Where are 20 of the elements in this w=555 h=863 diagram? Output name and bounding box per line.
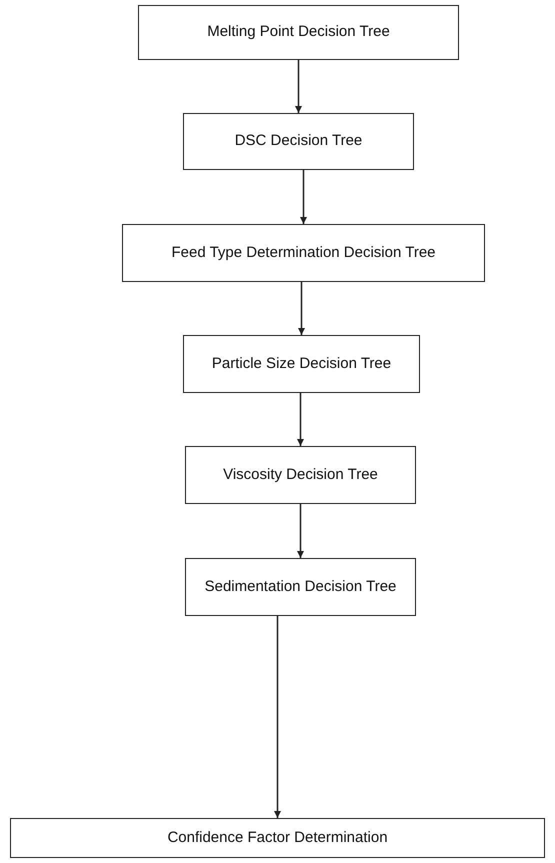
process-box — [138, 5, 459, 60]
arrow — [295, 60, 302, 113]
box-label: Sedimentation Decision Tree — [204, 576, 396, 597]
arrow — [300, 170, 307, 224]
box-label: Particle Size Decision Tree — [212, 354, 392, 374]
box-label: DSC Decision Tree — [234, 131, 362, 152]
arrow — [297, 504, 304, 558]
box-label: Melting Point Decision Tree — [207, 22, 390, 42]
box-label: Feed Type Determination Decision Tree — [171, 242, 436, 263]
process-box — [122, 224, 485, 282]
box-label: Confidence Factor Determination — [167, 828, 388, 848]
box-label: Viscosity Decision Tree — [223, 464, 378, 485]
arrow — [274, 616, 281, 818]
process-box — [183, 335, 420, 393]
process-box — [185, 558, 416, 616]
process-box — [10, 818, 545, 858]
arrow — [298, 282, 305, 335]
arrow — [297, 393, 304, 446]
process-box — [185, 446, 416, 504]
process-box — [183, 113, 414, 170]
